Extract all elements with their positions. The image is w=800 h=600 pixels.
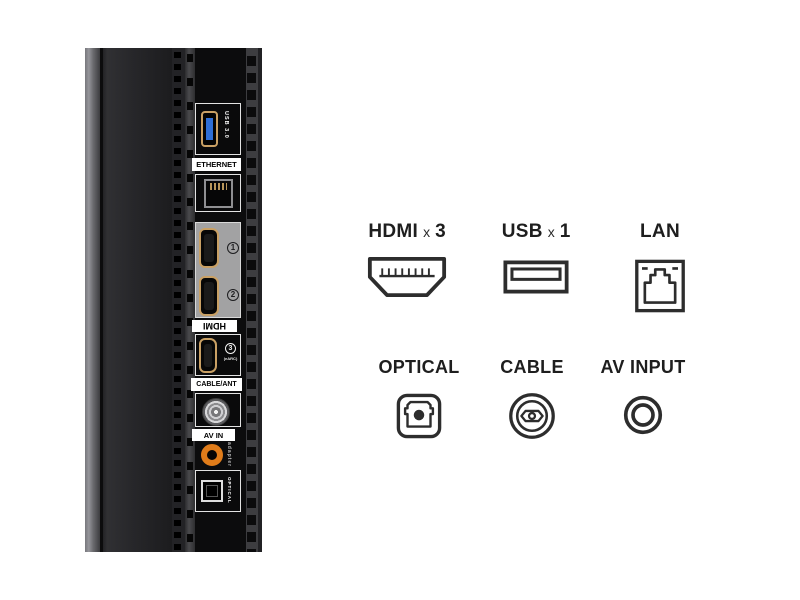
usb-count-text: 1 bbox=[559, 221, 571, 242]
lan-legend-label: LAN bbox=[640, 221, 680, 243]
legend-item-hdmi: HDMI x 3 bbox=[347, 221, 467, 298]
optical-label-text: OPTICAL bbox=[378, 357, 460, 377]
hdmi-gray-panel: 1 2 bbox=[195, 222, 241, 318]
legend-item-optical: OPTICAL bbox=[359, 357, 479, 439]
tv-side-edge bbox=[85, 48, 100, 552]
optical-digital-audio-port bbox=[201, 480, 223, 502]
av-in-label: AV IN bbox=[192, 429, 235, 441]
ethernet-label: ETHERNET bbox=[192, 158, 241, 171]
optical-connector-icon bbox=[396, 393, 442, 439]
adapter-label: adapter bbox=[226, 442, 232, 468]
hdmi-logo-text: HDMI bbox=[203, 321, 226, 331]
vent-holes-strip bbox=[172, 48, 185, 552]
usb-port-group: USB 3.0 bbox=[195, 103, 241, 155]
panel-rail-strip bbox=[185, 48, 195, 552]
usb-legend-label: USB x 1 bbox=[502, 221, 571, 243]
tv-back-cover bbox=[100, 48, 172, 552]
hdmi-times-text: x bbox=[423, 224, 431, 240]
av-adapter-jack bbox=[201, 444, 223, 466]
legend-item-cable: CABLE bbox=[472, 357, 592, 440]
optical-port-label: OPTICAL bbox=[227, 477, 232, 504]
usb-times-text: x bbox=[547, 224, 555, 240]
hdmi3-port-group: 3 (eARC) bbox=[195, 334, 241, 376]
cable-ant-label: CABLE/ANT bbox=[191, 378, 242, 391]
cable-label-text: CABLE bbox=[500, 357, 564, 377]
hdmi-connector-icon bbox=[367, 256, 447, 297]
hdmi-legend-label: HDMI x 3 bbox=[368, 221, 445, 243]
hdmi-count-text: 3 bbox=[435, 221, 446, 242]
legend-item-lan: LAN bbox=[600, 221, 720, 313]
ethernet-port-group bbox=[195, 174, 241, 212]
hdmi-3-number-badge: 3 bbox=[225, 343, 236, 354]
optical-port-group: OPTICAL bbox=[195, 470, 241, 512]
hdmi-1-number-badge: 1 bbox=[227, 242, 239, 254]
av-input-legend-label: AV INPUT bbox=[600, 357, 685, 378]
usb-label-text: USB bbox=[501, 221, 543, 242]
port-column: USB 3.0 ETHERNET 1 2 HDMI bbox=[191, 48, 246, 552]
coax-port-group bbox=[195, 393, 241, 427]
usb-3-0-port bbox=[201, 111, 218, 147]
lan-connector-icon bbox=[635, 259, 685, 313]
hdmi-2-number-badge: 2 bbox=[227, 289, 239, 301]
av-input-label-text: AV INPUT bbox=[600, 357, 686, 377]
hdmi-port-3 bbox=[199, 338, 217, 373]
cable-legend-label: CABLE bbox=[500, 357, 564, 378]
tv-right-edge bbox=[258, 48, 262, 552]
legend-item-av-input: AV INPUT bbox=[583, 357, 703, 435]
coax-antenna-port bbox=[202, 398, 230, 426]
usb-port-label: USB 3.0 bbox=[223, 111, 229, 139]
hdmi-label-text: HDMI bbox=[368, 221, 419, 242]
tv-rear-panel-photo: USB 3.0 ETHERNET 1 2 HDMI bbox=[85, 48, 262, 552]
right-vent-strip bbox=[246, 48, 258, 552]
usb-blue-tongue bbox=[206, 118, 213, 140]
usb-connector-icon bbox=[503, 260, 569, 294]
ethernet-pins bbox=[210, 183, 227, 190]
hdmi-port-1 bbox=[199, 228, 219, 268]
hdmi-logo-strip: HDMI bbox=[192, 320, 237, 332]
optical-legend-label: OPTICAL bbox=[378, 357, 459, 378]
hdmi-port-2 bbox=[199, 276, 219, 316]
ethernet-port bbox=[204, 179, 233, 208]
lan-label-text: LAN bbox=[640, 221, 680, 242]
earc-label: (eARC) bbox=[223, 356, 238, 361]
legend-item-usb: USB x 1 bbox=[476, 221, 596, 294]
cable-connector-icon bbox=[509, 393, 555, 439]
av-input-connector-icon bbox=[623, 395, 663, 435]
